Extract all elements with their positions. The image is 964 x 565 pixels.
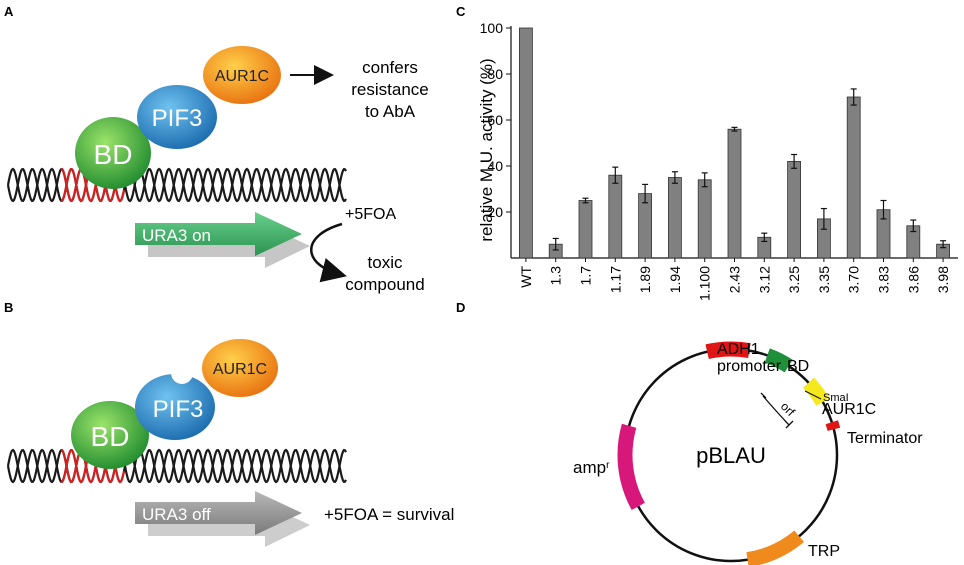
- toxic-text-line1: toxic: [368, 253, 403, 272]
- bar: [787, 160, 801, 259]
- aur1c-label: AUR1C: [215, 68, 269, 85]
- x-tick-label: 1.7: [578, 266, 594, 286]
- panel-b-label: B: [4, 300, 13, 315]
- orf-insert-marker: orf: [760, 392, 798, 429]
- bar: [846, 96, 861, 259]
- plasmid-features: [617, 341, 841, 565]
- panel-a-label: A: [4, 4, 14, 19]
- adh1-promoter-block: [705, 341, 751, 360]
- x-tick-label: 3.70: [846, 266, 862, 293]
- x-tick-label: 2.43: [727, 266, 743, 293]
- survival-label: +5FOA = survival: [324, 505, 454, 524]
- result-text-line1: confers: [362, 58, 418, 77]
- y-tick-label: 100: [480, 20, 504, 36]
- x-tick-label: 1.100: [697, 266, 713, 301]
- pif3-protein: PIF3: [137, 85, 217, 149]
- chart-ylabel: relative M.U. activity (%): [477, 58, 496, 241]
- smai-label: SmaI: [823, 392, 849, 404]
- x-tick-label: 3.12: [756, 266, 772, 293]
- panel-d: D pBLAU ADH1 promoter BD SmaI AUR1C Term…: [456, 300, 923, 565]
- terminator-label: Terminator: [847, 430, 923, 447]
- bd-protein: BD: [71, 401, 149, 469]
- dna-helix-b: [6, 448, 347, 484]
- amp-resistance-block: [617, 423, 645, 511]
- ura3-off-arrow: URA3 off: [135, 491, 310, 547]
- ura3-off-label: URA3 off: [142, 505, 211, 524]
- bd-protein: BD: [75, 117, 151, 189]
- bar: [668, 177, 682, 259]
- dna-helix-a: [6, 167, 347, 203]
- bd-label: BD: [94, 139, 133, 170]
- toxic-text-line2: compound: [345, 275, 424, 294]
- y-tick-label: 20: [487, 204, 503, 220]
- plasmid-name: pBLAU: [696, 443, 766, 468]
- smai-site-line: [804, 390, 822, 400]
- panel-c-label: C: [456, 4, 466, 19]
- binding-pocket: [171, 362, 193, 384]
- bd-block: [764, 348, 793, 373]
- result-text-line3: to AbA: [365, 102, 416, 121]
- x-tick-label: 1.89: [637, 266, 653, 293]
- bar: [519, 27, 533, 259]
- foa-label: +5FOA: [345, 206, 396, 223]
- pif3-label: PIF3: [152, 105, 203, 132]
- panel-d-label: D: [456, 300, 465, 315]
- pif3-protein: PIF3: [135, 362, 215, 440]
- aur1c-protein: AUR1C: [203, 46, 281, 104]
- x-tick-label: 3.86: [905, 266, 921, 293]
- y-tick-label: 40: [487, 158, 503, 174]
- dna-binding-site: [60, 448, 126, 484]
- aur1c-label: AUR1C: [213, 361, 267, 378]
- y-tick-label: 80: [487, 66, 503, 82]
- x-tick-label: 1.17: [607, 266, 623, 293]
- panel-c: C relative M.U. activity (%) 20 40 60 80 100…: [456, 4, 958, 301]
- terminator-block: [825, 420, 841, 431]
- result-text-line2: resistance: [351, 80, 428, 99]
- bar: [697, 179, 712, 259]
- dna-binding-site: [60, 167, 126, 203]
- x-tick-label: 3.83: [876, 266, 892, 293]
- x-tick-label: 3.25: [786, 266, 802, 293]
- pif3-label: PIF3: [153, 396, 204, 423]
- panel-b: B BD AUR1C PIF3 URA3 off +5FOA = surviva…: [4, 300, 454, 547]
- bd-label: BD: [91, 421, 130, 452]
- aur1c-protein: AUR1C: [202, 339, 278, 397]
- panel-a: A BD PIF3 AUR1C confers resistance to Ab…: [4, 4, 429, 294]
- adh1-label-line1: ADH1: [717, 341, 760, 358]
- foa-conversion-arrow: [310, 222, 347, 283]
- x-tick-label: 3.35: [816, 266, 832, 293]
- aur1c-block: [802, 377, 830, 406]
- bd-box-label: BD: [787, 358, 809, 375]
- ura3-on-label: URA3 on: [142, 226, 211, 245]
- trp-block: [746, 530, 804, 565]
- amp-label: ampr: [573, 458, 610, 477]
- trp-label: TRP: [808, 543, 840, 560]
- x-tick-label: 1.94: [667, 266, 683, 293]
- x-tick-label: 3.98: [935, 266, 951, 293]
- bar: [727, 128, 742, 259]
- x-tick-label: 1.3: [548, 266, 564, 286]
- x-tick-label: WT: [518, 266, 534, 288]
- adh1-label-line2: promoter: [717, 358, 782, 375]
- ura3-on-arrow: URA3 on: [135, 212, 310, 268]
- y-tick-label: 60: [487, 112, 503, 128]
- aur1c-box-label: AUR1C: [822, 401, 876, 418]
- bar: [578, 200, 593, 259]
- bar: [608, 174, 623, 259]
